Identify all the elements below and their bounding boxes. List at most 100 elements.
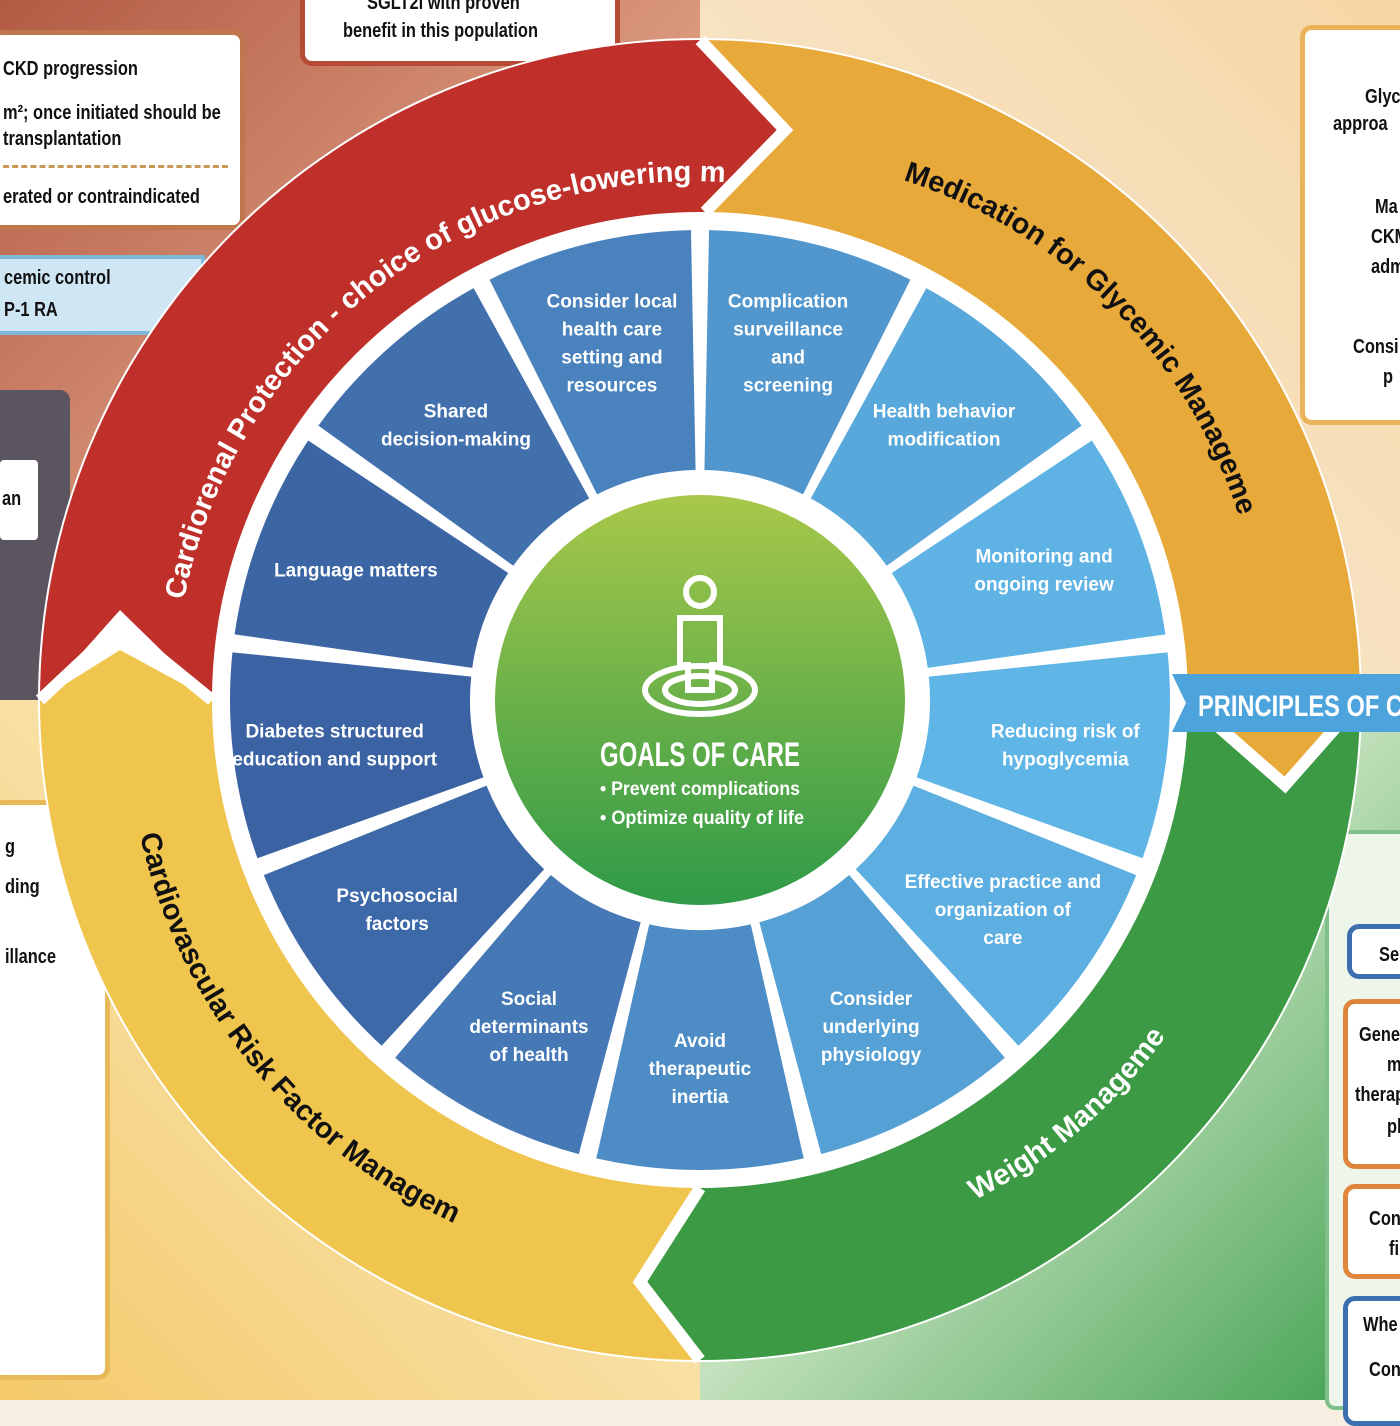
panel-line: CKD progression — [3, 58, 138, 80]
dashed-divider — [3, 165, 228, 168]
principle-segment-label-line: therapeutic — [649, 1059, 752, 1080]
principle-segment — [855, 785, 1137, 1046]
principles-banner-text: PRINCIPLES OF C — [1198, 690, 1400, 723]
principle-segment — [395, 875, 641, 1155]
principle-segment-label-line: Health behavior — [873, 402, 1016, 423]
tab-line: P-1 RA — [4, 299, 58, 321]
top-left-criteria-panel: CKD progression m²; once initiated shoul… — [0, 30, 245, 230]
principle-segment-label: Monitoring and ongoing review — [974, 547, 1114, 596]
ring-red-cardiorenal — [40, 40, 785, 700]
tab-line: Gener — [1359, 1024, 1400, 1046]
principle-segment-label-line: modification — [888, 430, 1001, 451]
right-box-3 — [1343, 1184, 1400, 1279]
principle-segment-label-line: of health — [489, 1045, 568, 1066]
principle-segment-label-line: hypoglycemia — [1002, 749, 1129, 770]
panel-line: g — [5, 836, 16, 858]
principle-segment-label-line: underlying — [822, 1017, 919, 1038]
principle-segment-label-line: Reducing risk of — [991, 721, 1141, 742]
principle-segment-label: Avoid therapeutic inertia — [649, 1031, 752, 1108]
principle-segment — [916, 652, 1170, 859]
panel-line: illance — [5, 946, 57, 968]
panel-line: SGLT2i with proven — [367, 0, 520, 14]
principle-segment-label-line: ongoing review — [974, 575, 1114, 596]
principle-segment-label-line: Complication — [728, 292, 848, 313]
principle-segment-label-line: Shared — [424, 402, 488, 423]
panel-line: Ma — [1375, 196, 1398, 218]
principle-segment-label-line: Consider — [830, 989, 913, 1010]
goals-bullet: • Optimize quality of life — [600, 808, 804, 829]
principle-segment-label-line: Social — [501, 989, 557, 1010]
principles-banner: PRINCIPLES OF C — [1172, 674, 1400, 732]
tab-line: therap — [1355, 1084, 1400, 1106]
principle-segment-label-line: inertia — [671, 1087, 728, 1108]
tab-line: cemic control — [4, 267, 111, 289]
panel-line: Consi — [1353, 336, 1399, 358]
panel-line: adm — [1371, 256, 1400, 278]
principle-segment-label-line: Diabetes structured — [245, 721, 423, 742]
right-box-1 — [1347, 924, 1400, 979]
principle-segment-label-line: factors — [365, 914, 428, 935]
principle-segment-label: Diabetes structured education and support — [232, 721, 437, 770]
panel-line: benefit in this population — [343, 20, 538, 42]
panel-line: erated or contraindicated — [3, 186, 200, 208]
principle-segment-label-line: Avoid — [674, 1031, 726, 1052]
principle-segment-label: Psychosocial factors — [336, 886, 457, 935]
goals-title: GOALS OF CARE — [600, 736, 800, 774]
principle-segment-label-line: and — [771, 348, 805, 369]
principle-segment-label-line: determinants — [469, 1017, 588, 1038]
principle-segment-label-line: setting and — [561, 348, 662, 369]
panel-line: Glyc — [1365, 86, 1400, 108]
principle-segment-label: Reducing risk of hypoglycemia — [991, 721, 1141, 770]
principle-segment-label: Social determinants of health — [469, 989, 588, 1066]
ring-separator — [35, 617, 216, 705]
principle-segment-label-line: screening — [743, 376, 833, 397]
principle-segment-label-line: Psychosocial — [336, 886, 457, 907]
principle-segment-label-line: Effective practice and — [905, 872, 1101, 893]
ring-yellow-cv-risk — [40, 650, 700, 1360]
left-dark-inner — [0, 460, 38, 540]
principle-segment — [759, 875, 1005, 1155]
principle-segment — [810, 288, 1082, 566]
principle-segment-label-line: Language matters — [274, 561, 438, 582]
principle-segment-label-line: health care — [562, 320, 662, 341]
principle-segment-label: Consider underlying physiology — [821, 989, 922, 1066]
principle-segment-label-line: Monitoring and — [975, 547, 1112, 568]
panel-line: approa — [1333, 113, 1388, 135]
tab-line: Cons — [1369, 1208, 1400, 1230]
tab-line: pl — [1387, 1116, 1400, 1138]
principle-segment — [263, 785, 545, 1046]
principle-segment — [704, 230, 911, 495]
principle-segment — [891, 440, 1166, 668]
principle-segment-label-line: education and support — [232, 749, 437, 770]
principle-segment — [489, 230, 696, 495]
principle-segment-label-line: physiology — [821, 1045, 922, 1066]
panel-line: p — [1383, 366, 1394, 388]
principles-segments: Complication surveillance and screeningHeal… — [230, 230, 1170, 1171]
panel-line: CKM — [1371, 226, 1400, 248]
principle-segment-label-line: surveillance — [733, 320, 843, 341]
panel-line: ding — [5, 876, 40, 898]
right-box-2 — [1343, 999, 1400, 1169]
goals-bullet: • Prevent complications — [600, 779, 800, 800]
tab-line: fi — [1389, 1238, 1400, 1260]
principle-segment-label-line: care — [983, 928, 1022, 949]
tab-line: m — [1387, 1054, 1400, 1077]
principle-segment-label-line: Consider local — [546, 292, 677, 313]
ring-orange-glycemic — [700, 40, 1360, 785]
right-bottom-panel: Se Gener m therap pl Cons fi Whe Con — [1325, 830, 1400, 1426]
ring-separator — [632, 1184, 706, 1364]
tab-line: an — [2, 488, 22, 510]
principle-segment — [318, 288, 590, 566]
ring-separator — [695, 35, 794, 217]
ring-green-weight — [640, 700, 1360, 1360]
principle-segment-label: Health behavior modification — [873, 402, 1016, 451]
right-top-panel: Glyc approa Ma CKM adm Consi p — [1300, 25, 1400, 425]
panel-line: transplantation — [3, 128, 122, 150]
tab-line: Se — [1379, 944, 1400, 966]
principle-segment — [596, 924, 804, 1171]
tab-line: Whe — [1363, 1314, 1398, 1336]
